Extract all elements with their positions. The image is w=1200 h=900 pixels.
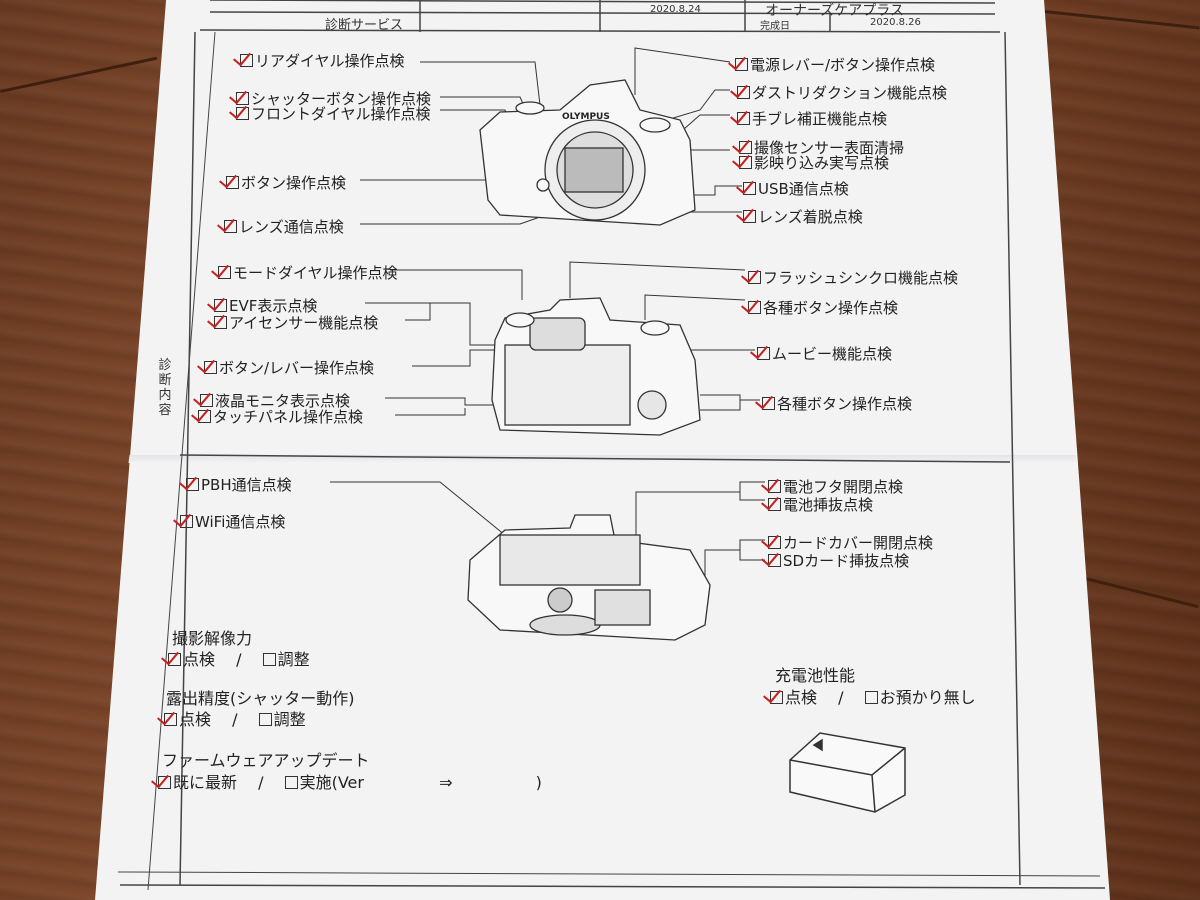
check-item: モードダイヤル操作点検 bbox=[218, 262, 398, 283]
check-item: レンズ通信点検 bbox=[224, 216, 344, 237]
checkbox[interactable] bbox=[186, 478, 199, 491]
check-item: カードカバー開閉点検 bbox=[768, 532, 933, 553]
check-item: ダストリダクション機能点検 bbox=[737, 82, 947, 103]
checkbox[interactable] bbox=[200, 394, 213, 407]
check-item: 影映り込み実写点検 bbox=[739, 152, 889, 173]
check-item: SDカード挿抜点検 bbox=[768, 550, 909, 571]
firmware-title: ファームウェアアップデート bbox=[162, 751, 370, 770]
check-item: ボタン/レバー操作点検 bbox=[204, 357, 374, 378]
side-label: 診断内容 bbox=[158, 358, 172, 418]
check-item: ボタン操作点検 bbox=[226, 172, 346, 193]
checkbox[interactable] bbox=[158, 776, 171, 789]
check-item: WiFi通信点検 bbox=[180, 511, 285, 532]
resolution-options: 点検 / 調整 bbox=[168, 646, 310, 670]
checkbox[interactable] bbox=[768, 554, 781, 567]
checkbox[interactable] bbox=[735, 58, 748, 71]
checkbox[interactable] bbox=[768, 480, 781, 493]
checkbox[interactable] bbox=[739, 156, 752, 169]
check-item: レンズ着脱点検 bbox=[743, 206, 863, 227]
checkbox[interactable] bbox=[768, 498, 781, 511]
check-item: USB通信点検 bbox=[743, 178, 849, 199]
check-item: フロントダイヤル操作点検 bbox=[236, 103, 431, 124]
checkbox[interactable] bbox=[214, 316, 227, 329]
checkbox[interactable] bbox=[762, 397, 775, 410]
check-item: タッチパネル操作点検 bbox=[198, 406, 363, 427]
completed-label: 完成日 bbox=[760, 21, 790, 32]
checkbox[interactable] bbox=[226, 176, 239, 189]
checkbox[interactable] bbox=[198, 410, 211, 423]
checkbox[interactable] bbox=[204, 361, 217, 374]
service-header: 診断サービス bbox=[325, 18, 404, 33]
checkbox[interactable] bbox=[180, 515, 193, 528]
exposure-title: 露出精度(シャッター動作) bbox=[166, 689, 355, 708]
checkbox[interactable] bbox=[864, 691, 878, 704]
check-item: 電池フタ開閉点検 bbox=[768, 476, 903, 497]
check-item: PBH通信点検 bbox=[186, 474, 292, 495]
checkbox[interactable] bbox=[262, 653, 276, 666]
checkbox[interactable] bbox=[236, 107, 249, 120]
check-item: フラッシュシンクロ機能点検 bbox=[748, 267, 958, 288]
check-item: 手ブレ補正機能点検 bbox=[737, 108, 887, 129]
check-item: 電池挿抜点検 bbox=[768, 494, 873, 515]
checkbox[interactable] bbox=[218, 266, 231, 279]
checkbox[interactable] bbox=[224, 220, 237, 233]
check-item: 各種ボタン操作点検 bbox=[762, 393, 912, 414]
received-date: 2020.8.24 bbox=[650, 4, 701, 15]
check-item: 各種ボタン操作点検 bbox=[748, 297, 898, 318]
check-item: ムービー機能点検 bbox=[757, 343, 892, 364]
check-item: アイセンサー機能点検 bbox=[214, 312, 378, 333]
checkbox[interactable] bbox=[743, 182, 756, 195]
battery-title: 充電池性能 bbox=[775, 666, 856, 685]
check-item: リアダイヤル操作点検 bbox=[240, 50, 405, 71]
checkbox[interactable] bbox=[168, 653, 181, 666]
completed-date: 2020.8.26 bbox=[870, 17, 921, 28]
check-item: 液晶モニタ表示点検 bbox=[200, 390, 350, 411]
battery-options: 点検 / お預かり無し bbox=[770, 684, 976, 708]
checkbox[interactable] bbox=[240, 54, 253, 67]
checkbox[interactable] bbox=[737, 86, 750, 99]
checkbox[interactable] bbox=[748, 271, 761, 284]
checkbox[interactable] bbox=[757, 347, 770, 360]
checkbox[interactable] bbox=[737, 112, 750, 125]
brand-logo: OLYMPUS bbox=[562, 112, 610, 122]
check-item: 電源レバー/ボタン操作点検 bbox=[735, 54, 935, 75]
checkbox[interactable] bbox=[743, 210, 756, 223]
firmware-options: 既に最新 / 実施(Ver ⇒ ) bbox=[158, 769, 542, 793]
checkbox[interactable] bbox=[748, 301, 761, 314]
checkbox[interactable] bbox=[770, 691, 783, 704]
plan-name: オーナーズケアプラス bbox=[765, 3, 905, 19]
checkbox[interactable] bbox=[284, 776, 298, 789]
checkbox[interactable] bbox=[258, 713, 272, 726]
resolution-title: 撮影解像力 bbox=[172, 629, 253, 648]
checkbox[interactable] bbox=[768, 536, 781, 549]
exposure-options: 点検 / 調整 bbox=[164, 706, 306, 730]
checkbox[interactable] bbox=[164, 713, 177, 726]
